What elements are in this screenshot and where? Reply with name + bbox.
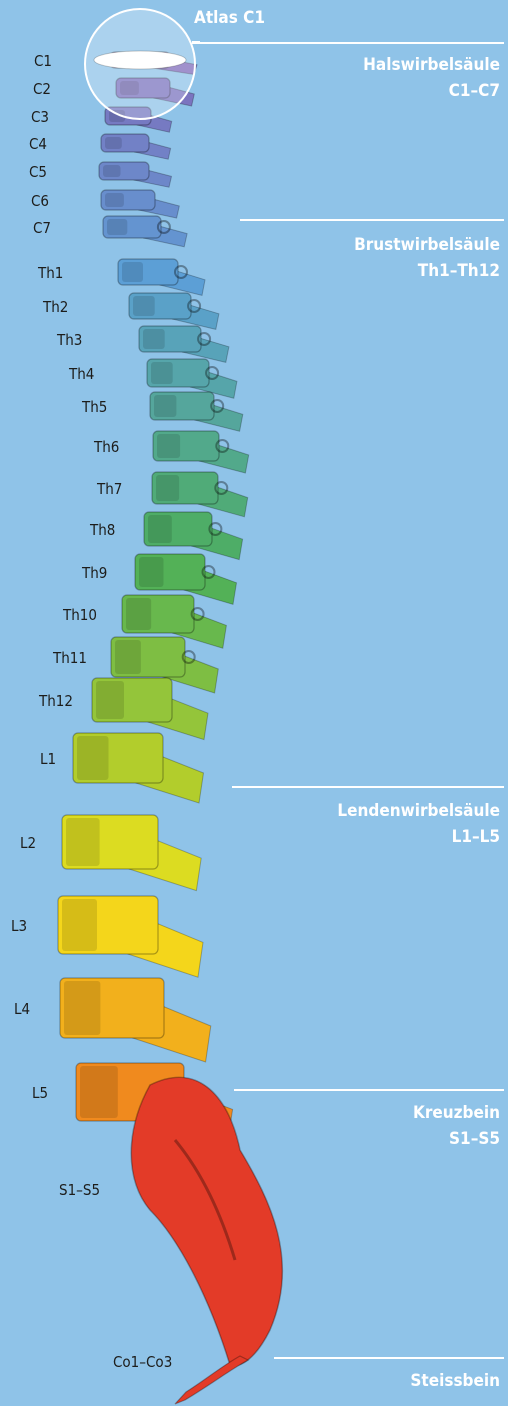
vertebra-label: C4 xyxy=(29,137,47,152)
vertebra-label: L1 xyxy=(40,752,56,767)
region-name: Brustwirbelsäule xyxy=(354,232,500,258)
region-thoracic: Brustwirbelsäule Th1–Th12 xyxy=(354,232,500,284)
vertebra-label: Th7 xyxy=(97,482,122,497)
vertebra-label: C6 xyxy=(31,194,49,209)
line-coccyx xyxy=(274,1357,504,1359)
vertebra-label: S1–S5 xyxy=(59,1183,100,1198)
vertebra-label: Co1–Co3 xyxy=(113,1355,172,1370)
vertebra-label: Th1 xyxy=(38,266,63,281)
line-cervical xyxy=(192,42,504,44)
coccyx-shape xyxy=(175,1356,248,1404)
line-thoracic xyxy=(240,219,504,221)
vertebra-shadow xyxy=(80,1066,118,1118)
region-name: Lendenwirbelsäule xyxy=(337,798,500,824)
vertebra-shadow xyxy=(103,165,121,177)
region-name: Steissbein xyxy=(410,1368,500,1394)
vertebra-shadow xyxy=(156,475,179,501)
vertebra-shadow xyxy=(66,818,100,866)
vertebra-shadow xyxy=(154,395,176,417)
region-range: L1–L5 xyxy=(337,824,500,850)
vertebra-label: Th10 xyxy=(63,608,97,623)
atlas-title: Atlas C1 xyxy=(194,8,265,28)
vertebra-label: C1 xyxy=(34,54,52,69)
region-range: Th1–Th12 xyxy=(354,258,500,284)
vertebra-label: Th8 xyxy=(90,523,115,538)
vertebra-label: Th5 xyxy=(82,400,107,415)
vertebra-label: Th3 xyxy=(57,333,82,348)
vertebra-shadow xyxy=(157,434,180,458)
vertebra-label: L2 xyxy=(20,836,36,851)
vertebra-label: C2 xyxy=(33,82,51,97)
vertebra-shadow xyxy=(133,296,155,316)
vertebra-label: Th6 xyxy=(94,440,119,455)
vertebra-shadow xyxy=(64,981,100,1035)
atlas-vertebra xyxy=(94,51,186,69)
region-name: Kreuzbein xyxy=(413,1100,500,1126)
vertebra-label: Th9 xyxy=(82,566,107,581)
vertebra-shadow xyxy=(143,329,165,349)
vertebra-shadow xyxy=(77,736,109,780)
region-name: Halswirbelsäule xyxy=(363,52,500,78)
vertebra-label: L5 xyxy=(32,1086,48,1101)
region-range: S1–S5 xyxy=(413,1126,500,1152)
sacrum-shape xyxy=(131,1077,282,1365)
vertebra-shadow xyxy=(105,137,122,149)
line-lumbar xyxy=(232,786,504,788)
vertebra-shadow xyxy=(148,515,172,543)
vertebra-shadow xyxy=(105,193,124,207)
vertebra-shadow xyxy=(126,598,151,630)
region-lumbar: Lendenwirbelsäule L1–L5 xyxy=(337,798,500,850)
vertebra-label: C5 xyxy=(29,165,47,180)
vertebra-shadow xyxy=(122,262,143,282)
vertebra-label: L3 xyxy=(11,919,27,934)
vertebra-shadow xyxy=(96,681,124,719)
region-cervical: Halswirbelsäule C1–C7 xyxy=(363,52,500,104)
line-sacrum xyxy=(234,1089,504,1091)
vertebra-label: Th4 xyxy=(69,367,94,382)
vertebra-shadow xyxy=(107,219,127,235)
vertebra-shadow xyxy=(139,557,164,587)
vertebra-label: C3 xyxy=(31,110,49,125)
region-coccyx: Steissbein xyxy=(410,1368,500,1394)
vertebra-shadow xyxy=(151,362,173,384)
vertebra-label: Th11 xyxy=(53,651,87,666)
vertebra-label: L4 xyxy=(14,1002,30,1017)
vertebra-label: Th2 xyxy=(43,300,68,315)
vertebra-shadow xyxy=(115,640,141,674)
vertebra-shadow xyxy=(62,899,97,951)
vertebra-label: C7 xyxy=(33,221,51,236)
vertebra-label: Th12 xyxy=(39,694,73,709)
region-sacrum: Kreuzbein S1–S5 xyxy=(413,1100,500,1152)
region-range: C1–C7 xyxy=(363,78,500,104)
